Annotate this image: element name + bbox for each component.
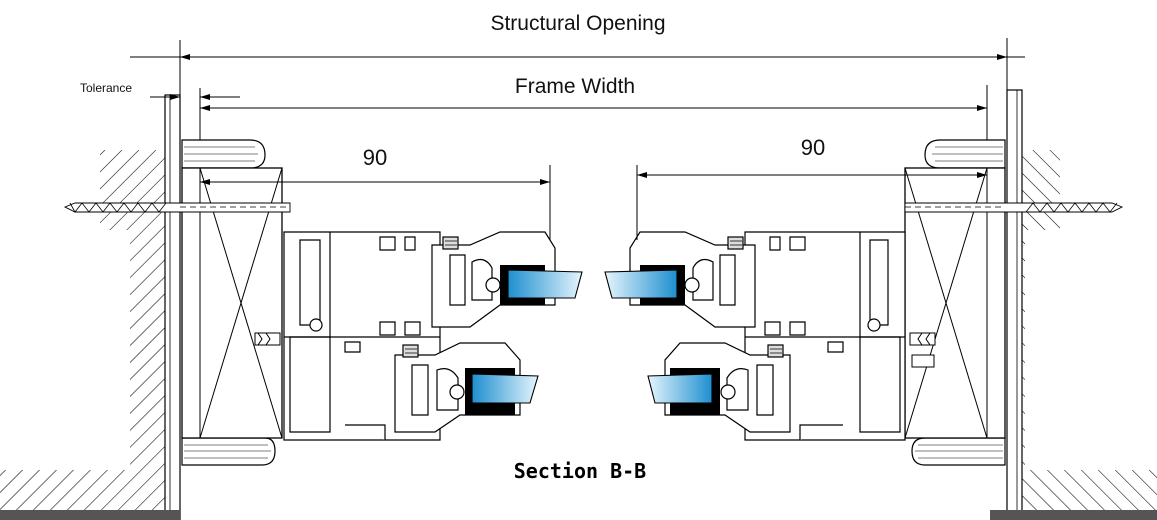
- right-floor-band: [990, 510, 1157, 520]
- left-seal-top: [181, 139, 266, 169]
- right-seal-bottom: [911, 437, 1006, 466]
- dimension-right-90: [636, 165, 987, 240]
- left-wall-plug: [254, 332, 281, 346]
- right-wall: [990, 89, 1157, 520]
- tolerance-label: Tolerance: [80, 81, 132, 95]
- right-wall-plug: [909, 332, 936, 368]
- left-floor-band: [0, 510, 180, 520]
- dimension-structural-opening: [130, 38, 1025, 95]
- left-lower-glass: [471, 373, 539, 404]
- dimension-right-value: 90: [801, 135, 825, 160]
- left-screw: [63, 202, 291, 213]
- section-title: Section B-B: [514, 459, 646, 483]
- structural-opening-label: Structural Opening: [490, 12, 665, 35]
- right-seal-top: [924, 139, 1006, 169]
- right-wall-plaster: [1006, 89, 1023, 520]
- dimension-left-90: [200, 165, 551, 240]
- left-upper-glass: [507, 269, 583, 299]
- left-wall: [0, 94, 181, 520]
- frame-width-label: Frame Width: [515, 75, 635, 98]
- dimension-left-value: 90: [363, 145, 387, 170]
- right-subframe: [904, 167, 1006, 439]
- left-seal-bottom: [181, 437, 276, 466]
- right-lower-glass: [647, 373, 713, 404]
- right-upper-glass: [604, 269, 678, 299]
- left-subframe: [181, 167, 283, 439]
- right-screw: [904, 202, 1124, 213]
- left-wall-plaster: [164, 94, 181, 520]
